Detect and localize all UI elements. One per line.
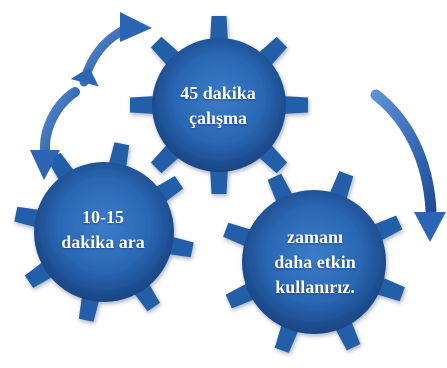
gear-left-body [34, 162, 174, 302]
gear-top-tooth [210, 168, 228, 194]
gear-left-tooth [14, 206, 42, 228]
gear-right-line1: zamanı [287, 226, 343, 247]
gear-top-tooth [282, 96, 308, 114]
gear-left-line1: 10-15 [82, 207, 124, 227]
gear-top-body [152, 38, 286, 172]
gear-top [130, 16, 308, 194]
gear-left-tooth [78, 294, 100, 322]
gear-right-label: zamanı daha etkin kullanırız. [240, 222, 390, 302]
arrow-left-curved [30, 87, 80, 180]
gear-top-line2: çalışma [189, 108, 247, 128]
gear-left-line2: dakika ara [61, 232, 145, 252]
gear-top-label: 45 dakika çalışma [148, 78, 288, 134]
gear-right-body [242, 190, 386, 334]
gear-left [14, 142, 194, 322]
gear-left-tooth [166, 236, 194, 258]
gear-right-line3: kullanırız. [275, 276, 355, 297]
gear-right [223, 171, 405, 353]
gear-left-tooth [108, 142, 130, 170]
arrow-right-curved [370, 89, 446, 242]
gear-top-line1: 45 dakika [180, 83, 256, 103]
gear-top-tooth [130, 96, 156, 114]
arrow-top-left-curved [70, 12, 152, 87]
gear-top-tooth [210, 16, 228, 42]
gear-right-line2: daha etkin [274, 251, 356, 272]
gear-left-label: 10-15 dakika ara [28, 202, 178, 258]
